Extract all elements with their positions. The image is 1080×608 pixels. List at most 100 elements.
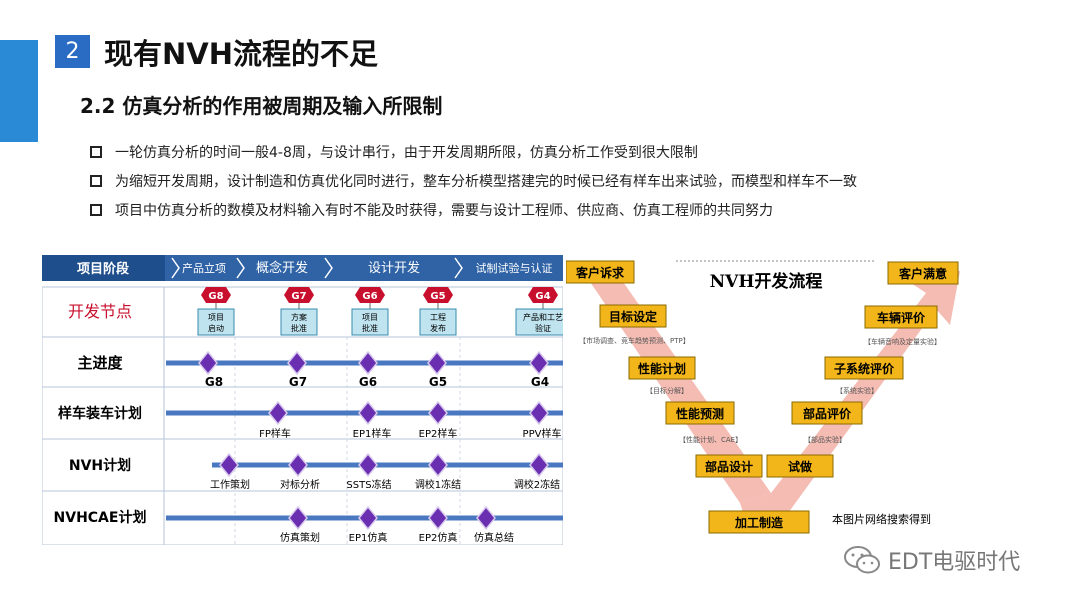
gate-node: G5 工程 发布 — [419, 287, 457, 336]
svg-text:批准: 批准 — [291, 323, 307, 333]
vflow-svg: NVH开发流程 客户诉求 目标设定 【市场调查、竞车趋势预测、PTP】 性能计划… — [566, 255, 976, 550]
step-box: 客户满意 — [887, 261, 959, 285]
watermark: EDT电驱时代 — [843, 544, 1020, 576]
bullet-list: 一轮仿真分析的时间一般4-8周，与设计串行，由于开发周期所限，仿真分析工作受到很… — [90, 137, 857, 224]
sidebar-accent-bar — [0, 40, 38, 142]
bullet-item: 一轮仿真分析的时间一般4-8周，与设计串行，由于开发周期所限，仿真分析工作受到很… — [90, 137, 857, 166]
milestone-label: G8 — [205, 375, 223, 389]
svg-text:发布: 发布 — [430, 323, 446, 333]
milestone-label: PPV样车 — [523, 427, 562, 440]
milestone-label: 工作策划 — [210, 478, 250, 491]
gate-node: G4 产品和工艺 验证 — [515, 287, 563, 336]
gate-code: G7 — [291, 291, 306, 302]
milestone-label: SSTS冻结 — [346, 478, 391, 491]
gate-code: G4 — [535, 291, 550, 302]
step-box: 性能预测 【性能计划、CAE】 — [665, 401, 742, 444]
step-note: 【系统实验】 — [836, 386, 878, 395]
svg-text:车辆评价: 车辆评价 — [877, 310, 926, 325]
svg-text:试做: 试做 — [788, 459, 813, 474]
page-title: 现有NVH流程的不足 — [104, 37, 378, 71]
milestone-label: 调校1冻结 — [415, 478, 461, 491]
row-label: 主进度 — [77, 354, 123, 372]
svg-text:性能预测: 性能预测 — [675, 406, 724, 421]
step-note: 【目标分解】 — [646, 386, 688, 395]
milestone-label: G6 — [359, 375, 377, 389]
milestone-label: G7 — [289, 375, 307, 389]
phase-label: 设计开发 — [368, 260, 420, 276]
bullet-text: 为缩短开发周期，设计制造和仿真优化同时进行，整车分析模型搭建完的时候已经有样车出… — [115, 173, 857, 190]
step-box: 部品评价 【部品实验】 — [791, 401, 863, 444]
square-bullet-icon — [90, 145, 102, 158]
row-label: NVHCAE计划 — [54, 509, 147, 526]
svg-text:性能计划: 性能计划 — [637, 361, 686, 376]
square-bullet-icon — [90, 174, 102, 187]
milestone-label: EP1样车 — [353, 427, 392, 440]
header-label-block — [42, 255, 165, 281]
phase-label: 概念开发 — [256, 260, 308, 276]
svg-text:批准: 批准 — [362, 323, 378, 333]
row-label: 样车装车计划 — [58, 405, 142, 422]
gate-markers: G8 项目 启动 G7 方案 批准 G6 项目 批准 G5 工程 — [197, 287, 563, 336]
step-box: 子系统评价 【系统实验】 — [824, 356, 904, 395]
svg-text:子系统评价: 子系统评价 — [834, 361, 895, 376]
svg-text:目标设定: 目标设定 — [609, 309, 657, 324]
svg-text:部品评价: 部品评价 — [803, 406, 852, 421]
step-note: 【部品实验】 — [804, 435, 846, 444]
svg-text:方案: 方案 — [291, 312, 307, 322]
gate-node: G8 项目 启动 — [197, 287, 235, 336]
step-note: 【车辆音响及定量实验】 — [864, 337, 941, 346]
bullet-text: 项目中仿真分析的数模及材料输入有时不能及时获得，需要与设计工程师、供应商、仿真工… — [115, 202, 773, 219]
svg-text:工程: 工程 — [430, 313, 446, 322]
step-box: 加工制造 — [708, 510, 810, 534]
milestone-label: G5 — [429, 375, 447, 389]
step-box: 部品设计 — [695, 454, 763, 478]
step-box: 目标设定 【市场调查、竞车趋势预测、PTP】 — [579, 304, 690, 345]
milestone-label: FP样车 — [259, 427, 291, 440]
milestone-label: 对标分析 — [280, 478, 320, 491]
svg-text:客户满意: 客户满意 — [898, 266, 947, 281]
step-box: 性能计划 【目标分解】 — [628, 356, 696, 395]
phase-label: 试制试验与认证 — [476, 261, 553, 275]
source-note: 本图片网络搜索得到 — [832, 512, 931, 526]
section-subtitle: 2.2 仿真分析的作用被周期及输入所限制 — [80, 94, 443, 118]
step-box: 客户诉求 — [566, 260, 635, 284]
step-note: 【市场调查、竞车趋势预测、PTP】 — [579, 336, 690, 345]
row-label: 开发节点 — [68, 302, 132, 321]
bullet-item: 为缩短开发周期，设计制造和仿真优化同时进行，整车分析模型搭建完的时候已经有样车出… — [90, 166, 857, 195]
milestone-label: EP1仿真 — [349, 531, 388, 544]
milestone-label: 仿真总结 — [474, 531, 514, 544]
timeline-svg: 项目阶段 产品立项 概念开发 设计开发 试制试验与认证 开发节点 主进度 样车装… — [42, 255, 563, 545]
milestone-label: EP2仿真 — [419, 531, 458, 544]
svg-text:部品设计: 部品设计 — [705, 459, 753, 474]
section-number-badge: 2 — [55, 35, 90, 68]
svg-text:客户诉求: 客户诉求 — [575, 265, 625, 280]
step-note: 【性能计划、CAE】 — [679, 435, 742, 444]
gate-code: G5 — [430, 291, 445, 302]
bullet-item: 项目中仿真分析的数模及材料输入有时不能及时获得，需要与设计工程师、供应商、仿真工… — [90, 195, 857, 224]
step-box: 车辆评价 【车辆音响及定量实验】 — [864, 305, 941, 346]
step-box: 试做 — [766, 454, 834, 478]
milestone-label: EP2样车 — [419, 427, 458, 440]
gate-node: G6 项目 批准 — [351, 287, 389, 336]
project-timeline-figure: 项目阶段 产品立项 概念开发 设计开发 试制试验与认证 开发节点 主进度 样车装… — [42, 255, 563, 545]
square-bullet-icon — [90, 203, 102, 216]
svg-text:启动: 启动 — [208, 323, 224, 333]
vflow-title: NVH开发流程 — [710, 271, 823, 292]
phase-label: 产品立项 — [182, 261, 226, 275]
milestone-label: G4 — [531, 375, 549, 389]
bullet-text: 一轮仿真分析的时间一般4-8周，与设计串行，由于开发周期所限，仿真分析工作受到很… — [115, 144, 698, 161]
milestone-label: 调校2冻结 — [514, 478, 560, 491]
gate-node: G7 方案 批准 — [280, 287, 318, 336]
row-label: NVH计划 — [69, 457, 131, 474]
watermark-text: EDT电驱时代 — [888, 550, 1021, 575]
milestone-label: 仿真策划 — [280, 531, 320, 544]
gate-code: G8 — [208, 291, 223, 302]
wechat-icon — [844, 546, 880, 574]
nvh-v-process-figure: NVH开发流程 客户诉求 目标设定 【市场调查、竞车趋势预测、PTP】 性能计划… — [566, 255, 976, 550]
svg-text:加工制造: 加工制造 — [734, 515, 784, 530]
gate-code: G6 — [362, 291, 377, 302]
svg-text:产品和工艺: 产品和工艺 — [523, 312, 563, 322]
svg-text:验证: 验证 — [535, 323, 551, 333]
svg-text:项目: 项目 — [362, 313, 378, 322]
svg-text:项目: 项目 — [208, 313, 224, 322]
